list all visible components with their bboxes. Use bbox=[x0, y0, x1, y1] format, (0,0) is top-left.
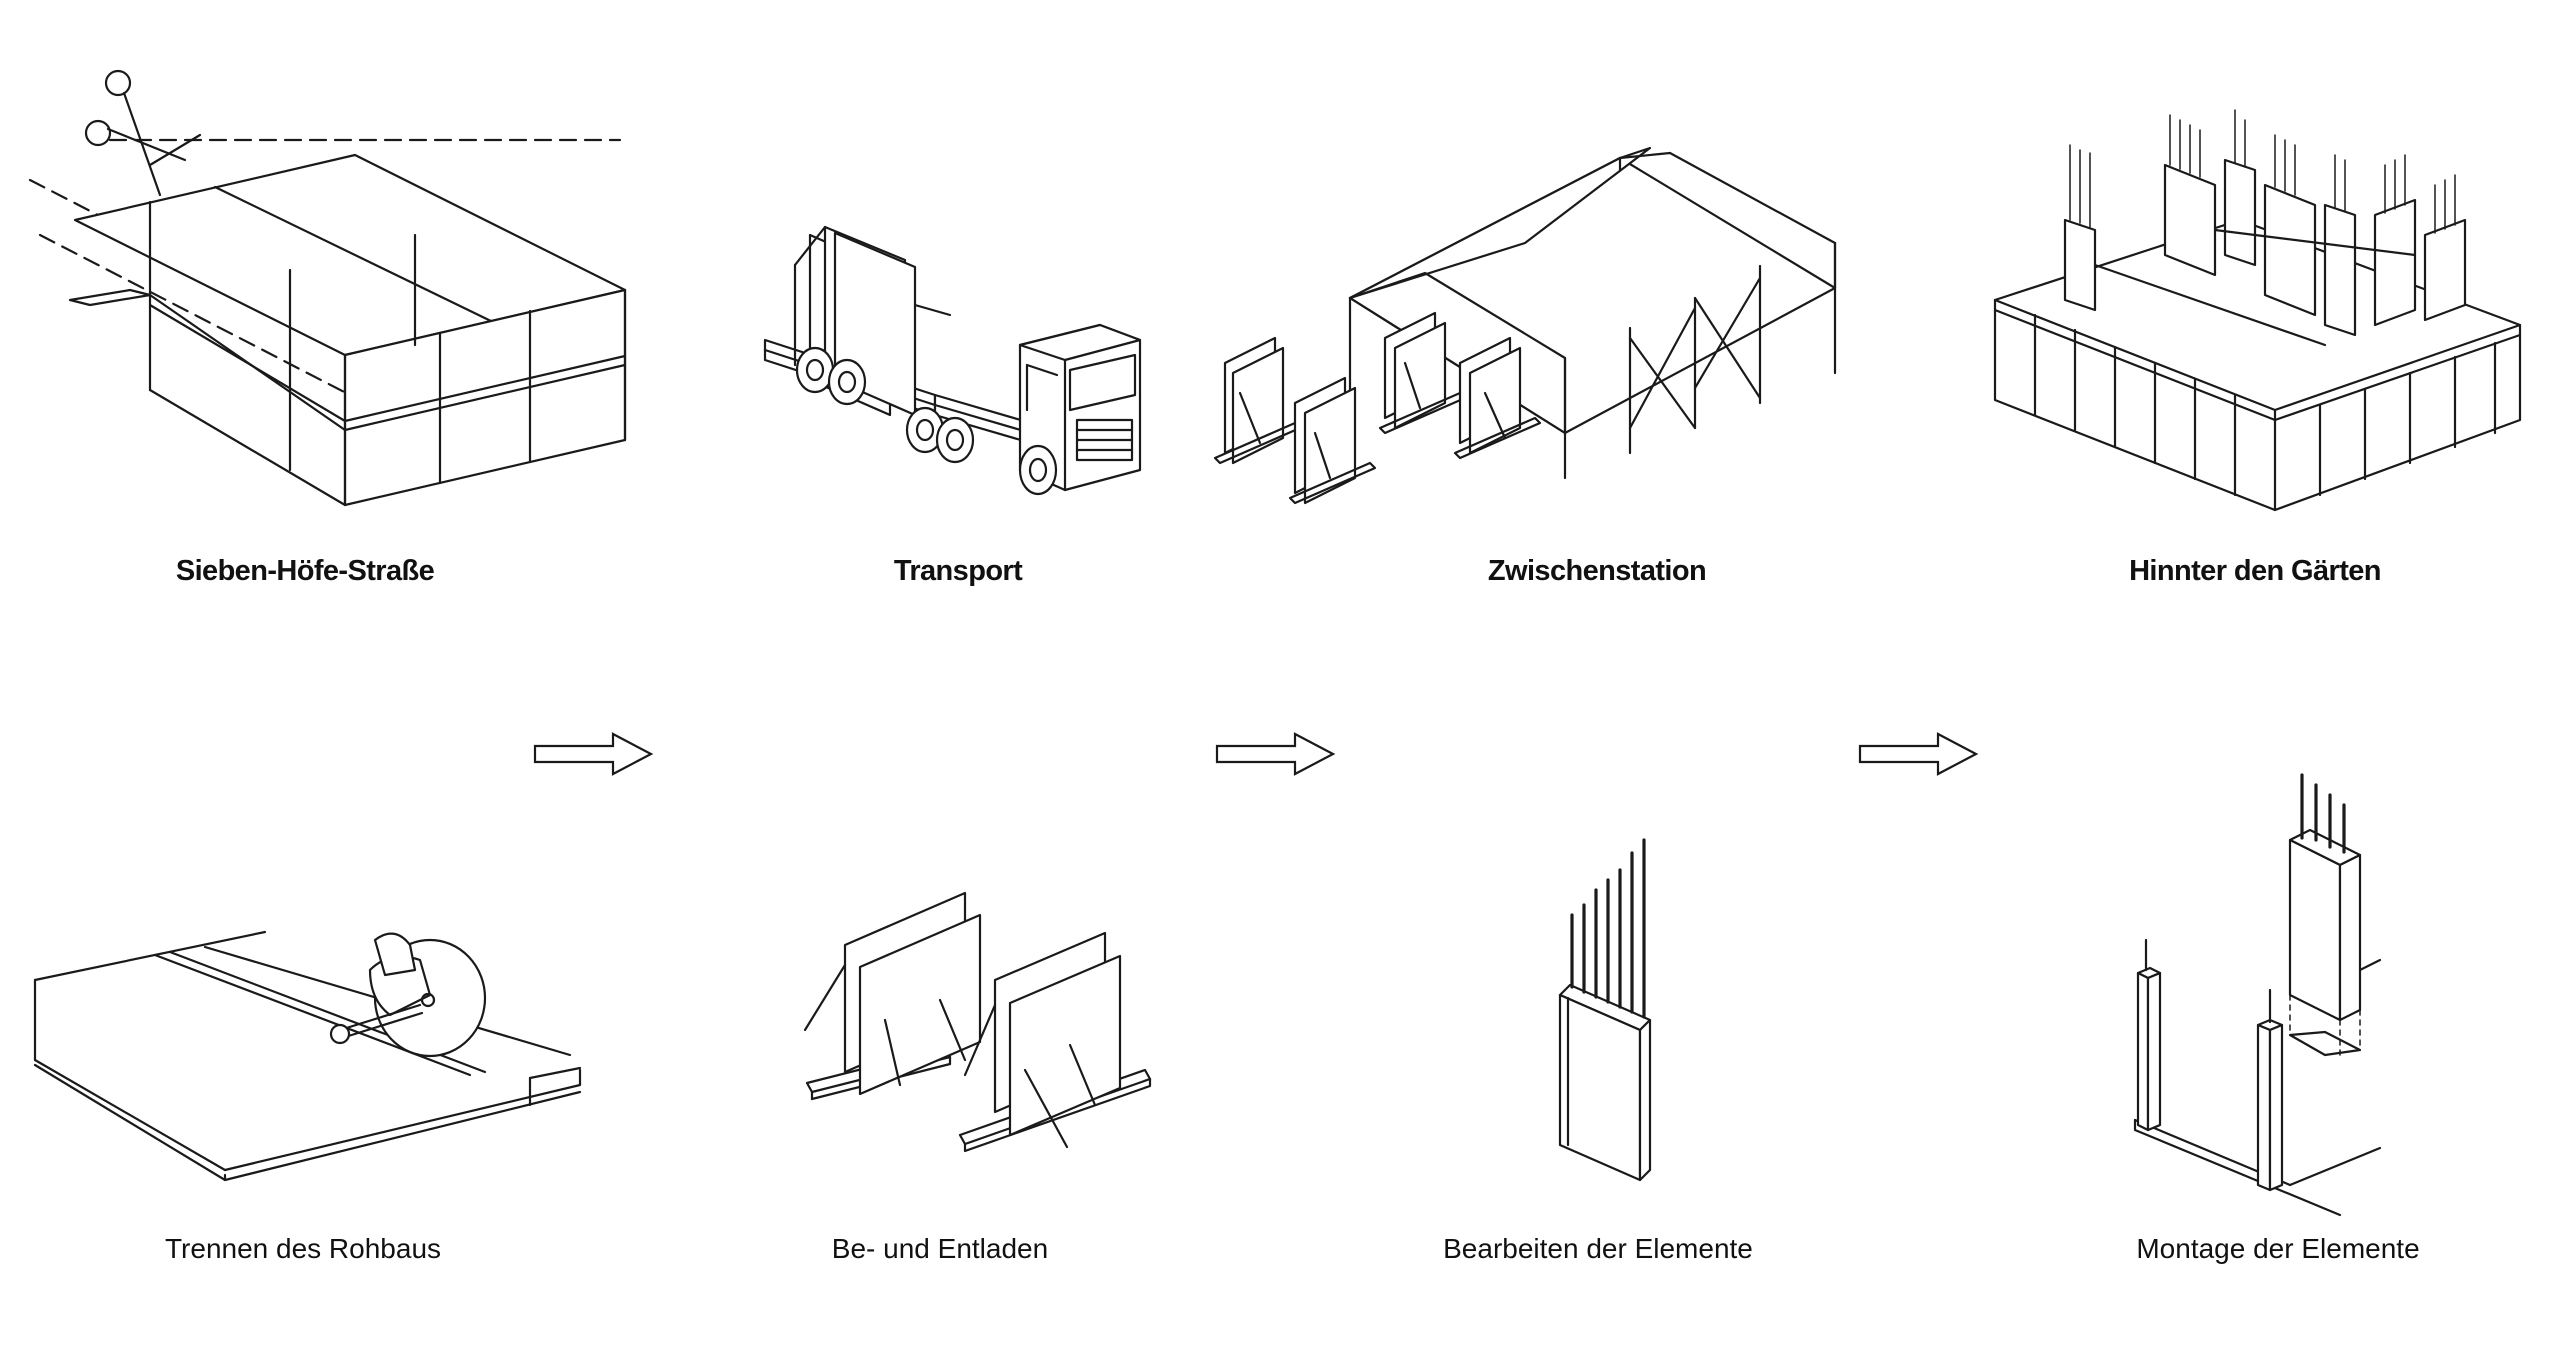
truck-with-panels-icon bbox=[763, 225, 1142, 496]
step-1-caption: Trennen des Rohbaus bbox=[164, 1233, 442, 1264]
right-arrow-icon bbox=[1215, 732, 1336, 776]
assembled-building-frame-icon bbox=[1993, 109, 2522, 512]
step-2-title: Transport bbox=[893, 555, 1023, 587]
step-3-title: Zwischenstation bbox=[1487, 555, 1707, 587]
right-arrow-icon bbox=[1858, 732, 1979, 776]
step-3-caption: Bearbeiten der Elemente bbox=[1443, 1233, 1753, 1264]
step-4-caption: Montage der Elemente bbox=[2136, 1233, 2420, 1264]
concrete-saw-icon bbox=[33, 930, 582, 1182]
wall-element-with-rebar-icon bbox=[1558, 838, 1652, 1182]
element-assembly-icon bbox=[2133, 773, 2382, 1217]
stacked-panels-icon bbox=[803, 891, 1152, 1153]
step-2-caption: Be- und Entladen bbox=[831, 1233, 1049, 1264]
building-cut-scissors-icon bbox=[28, 69, 627, 507]
storage-hall-icon bbox=[1213, 146, 1837, 505]
right-arrow-icon bbox=[533, 732, 654, 776]
step-4-title: Hinnter den Gärten bbox=[2129, 555, 2381, 587]
step-1-title: Sieben-Höfe-Straße bbox=[175, 555, 435, 587]
